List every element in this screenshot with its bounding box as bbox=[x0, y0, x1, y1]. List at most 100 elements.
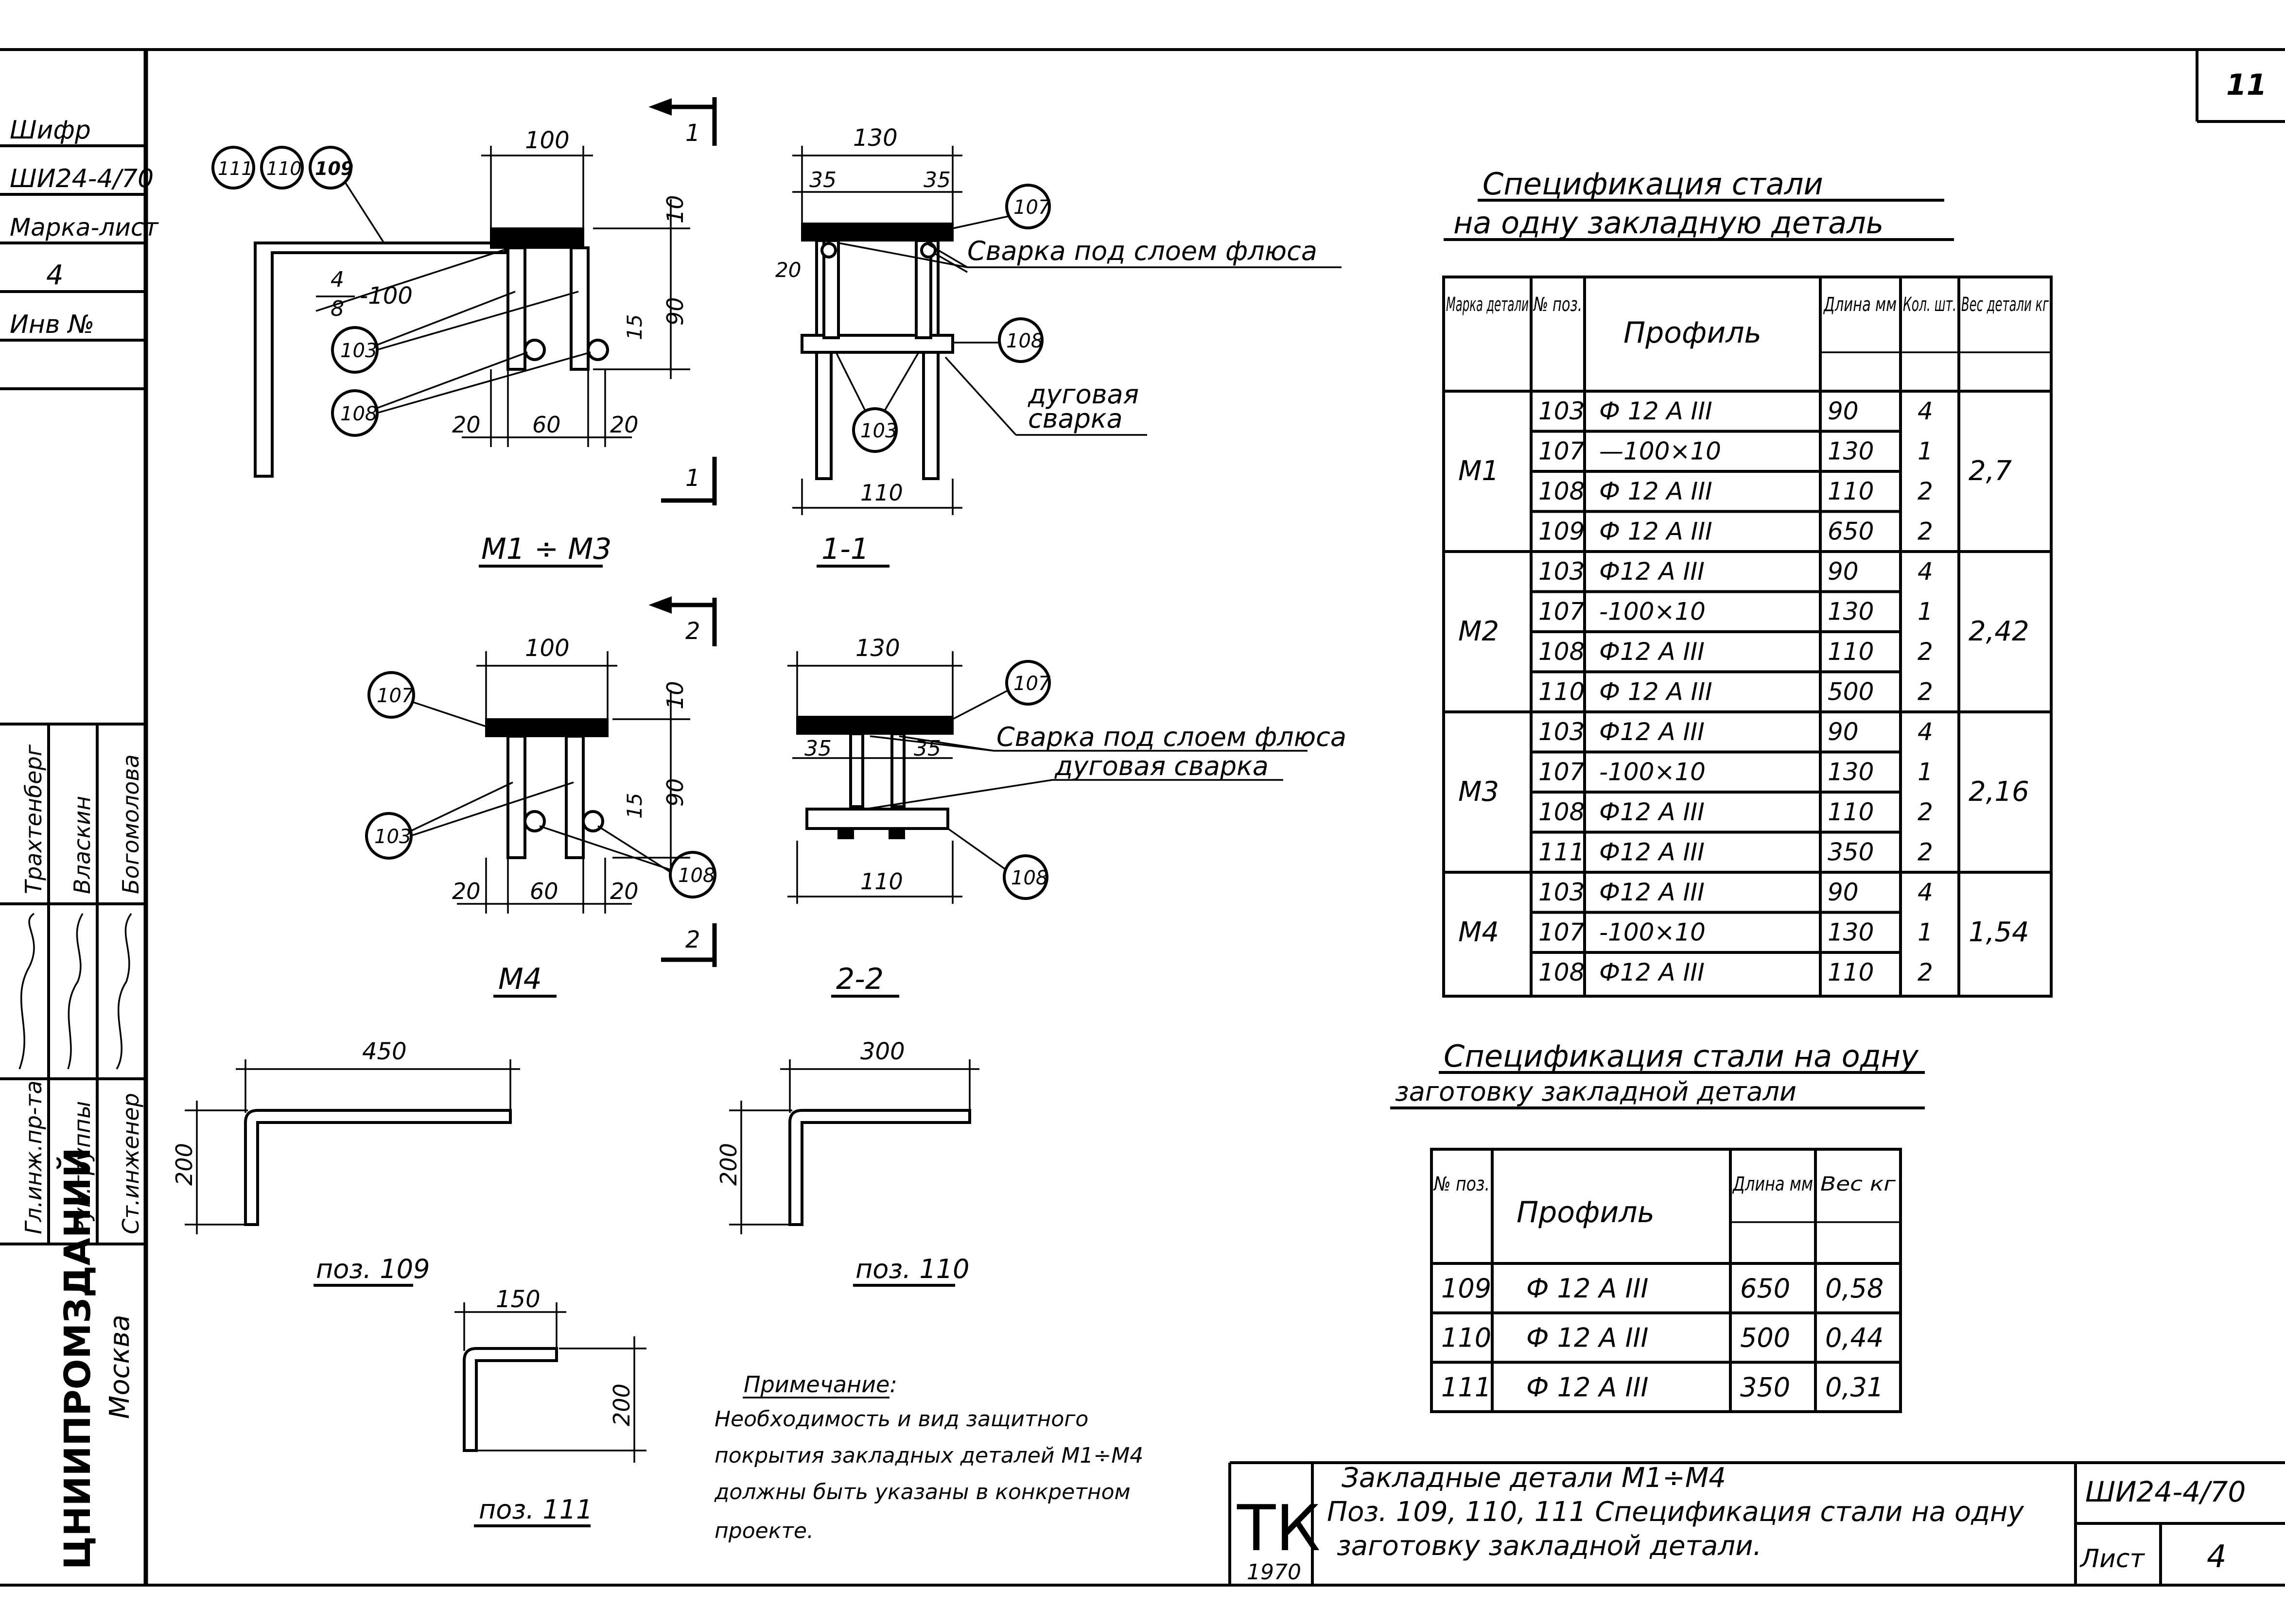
poz109-len: 450 bbox=[362, 1038, 407, 1065]
spec-cell-pos: 109 bbox=[1538, 518, 1585, 546]
title-series: ТК bbox=[1237, 1491, 1321, 1565]
m4-dim-mid: 60 bbox=[530, 878, 558, 904]
note-line-2: покрытия закладных деталей М1÷М4 bbox=[715, 1443, 1143, 1468]
title-code: ШИ24-4/70 bbox=[2085, 1475, 2246, 1508]
m1-dim-hole: 15 bbox=[623, 314, 646, 340]
spec-cell-weight: 2,42 bbox=[1969, 616, 2029, 647]
spec-cell-pos: 103 bbox=[1538, 878, 1585, 906]
blank-cell-weight: 0,58 bbox=[1825, 1273, 1884, 1304]
note-line-4: проекте. bbox=[715, 1519, 814, 1543]
poz111-height: 200 bbox=[609, 1383, 635, 1426]
spec-cell-qty: 4 bbox=[1918, 718, 1933, 746]
note-line-1: Необходимость и вид защитного bbox=[715, 1407, 1088, 1432]
title-block: ТК 1970 Закладные детали М1÷М4 Поз. 109,… bbox=[1228, 1461, 2285, 1585]
spec-cell-pos: 108 bbox=[1538, 638, 1585, 666]
spec-cell-length: 110 bbox=[1828, 958, 1874, 986]
view-poz-109: 450 200 поз. 109 bbox=[171, 1038, 520, 1287]
m1-callout-103: 103 bbox=[340, 340, 377, 362]
role-chief-engineer: Гл.инж.пр-та bbox=[20, 1080, 47, 1234]
spec-cell-qty: 2 bbox=[1918, 638, 1933, 666]
spec-h-pos: № поз. bbox=[1533, 294, 1582, 316]
signature-scribble-2 bbox=[67, 913, 84, 1070]
spec-cell-qty: 4 bbox=[1918, 878, 1933, 906]
s11-note-arc-1: дуговая bbox=[1028, 379, 1139, 410]
spec-cell-profile: Ф 12 А III bbox=[1599, 477, 1712, 505]
spec-cell-mark: М1 bbox=[1458, 455, 1499, 487]
spec-cell-pos: 108 bbox=[1538, 798, 1585, 826]
spec-cell-qty: 2 bbox=[1918, 477, 1933, 505]
blank-cell-pos: 110 bbox=[1441, 1323, 1491, 1353]
org-city: Москва bbox=[104, 1314, 136, 1419]
spec-cell-length: 500 bbox=[1828, 678, 1874, 706]
org-name: ЦНИИПРОМЗДАНИЙ bbox=[56, 1147, 99, 1570]
m4-callout-108: 108 bbox=[678, 864, 715, 887]
blank-h-pos: № поз. bbox=[1433, 1173, 1490, 1195]
spec-cell-pos: 107 bbox=[1538, 758, 1585, 786]
spec-cell-pos: 107 bbox=[1538, 918, 1585, 947]
s22-note-flux: Сварка под слоем флюса bbox=[996, 722, 1346, 752]
spec-cell-weight: 2,16 bbox=[1969, 776, 2029, 808]
m4-callout-103: 103 bbox=[374, 826, 411, 848]
s22-callout-108: 108 bbox=[1011, 867, 1048, 889]
m4-section-mark-bottom: 2 bbox=[685, 926, 700, 953]
spec-cell-mark: М2 bbox=[1458, 616, 1499, 647]
spec-cell-pos: 108 bbox=[1538, 958, 1585, 986]
spec-cell-pos: 103 bbox=[1538, 397, 1585, 425]
m1-section-mark-top: 1 bbox=[685, 120, 700, 147]
spec-cell-pos: 107 bbox=[1538, 598, 1585, 626]
blank-table: Спецификация стали на одну заготовку зак… bbox=[1390, 1038, 1925, 1413]
spec-cell-pos: 111 bbox=[1538, 838, 1585, 866]
m4-callout-107: 107 bbox=[377, 685, 414, 707]
spec-cell-length: 90 bbox=[1828, 718, 1859, 746]
poz109-height: 200 bbox=[171, 1143, 197, 1186]
m4-dim-hole: 15 bbox=[623, 793, 646, 819]
spec-cell-profile: Ф12 А III bbox=[1599, 798, 1705, 826]
note-line-3: должны быть указаны в конкретном bbox=[714, 1480, 1131, 1504]
s11-dim-right: 35 bbox=[924, 168, 951, 192]
view-m4: 100 10 90 15 20 60 20 107 103 108 2 2 М4 bbox=[365, 596, 717, 998]
poz111-caption: поз. 111 bbox=[479, 1494, 593, 1525]
spec-cell-length: 90 bbox=[1828, 878, 1859, 906]
blank-cell-pos: 109 bbox=[1441, 1273, 1491, 1304]
role-group-head: Рук.группы bbox=[69, 1101, 95, 1234]
name-bogomolova: Богомолова bbox=[118, 754, 144, 894]
signature-block: Гл.инж.пр-та Рук.группы Ст.инженер Трахт… bbox=[0, 723, 146, 1570]
spec-h-weight: Вес детали кг bbox=[1961, 294, 2049, 316]
spec-cell-qty: 2 bbox=[1918, 518, 1933, 546]
spec-cell-mark: М3 bbox=[1458, 776, 1499, 808]
m4-caption: М4 bbox=[498, 962, 542, 996]
title-desc-2: Поз. 109, 110, 111 Спецификация стали на… bbox=[1327, 1496, 2024, 1528]
spec-cell-pos: 107 bbox=[1538, 437, 1585, 466]
spec-cell-profile: Ф12 А III bbox=[1599, 718, 1705, 746]
spec-cell-length: 110 bbox=[1828, 638, 1874, 666]
m1-callout-111: 111 bbox=[218, 158, 253, 179]
spec-cell-weight: 1,54 bbox=[1969, 916, 2029, 948]
name-trakhtenberg: Трахтенберг bbox=[20, 744, 47, 894]
spec-cell-profile: Ф 12 А III bbox=[1599, 678, 1712, 706]
m1-weld-len: -100 bbox=[360, 282, 413, 310]
m1-caption: М1 ÷ М3 bbox=[481, 532, 611, 566]
m4-dim-right: 20 bbox=[610, 878, 639, 904]
page-number: 11 bbox=[2226, 68, 2267, 102]
blank-h-length: Длина мм bbox=[1732, 1173, 1813, 1195]
view-section-1-1: 130 35 35 20 110 107 Сварка под слоем фл… bbox=[775, 124, 1342, 568]
spec-cell-pos: 103 bbox=[1538, 557, 1585, 586]
note-title: Примечание: bbox=[744, 1371, 897, 1398]
cipher-value: ШИ24-4/70 bbox=[10, 164, 154, 193]
blank-cell-length: 650 bbox=[1740, 1273, 1790, 1304]
s11-dim-side: 20 bbox=[775, 258, 801, 282]
m1-weld-den: 8 bbox=[331, 296, 344, 321]
role-senior-engineer: Ст.инженер bbox=[118, 1093, 144, 1234]
spec-cell-length: 110 bbox=[1828, 798, 1874, 826]
blank-cell-profile: Ф 12 А III bbox=[1526, 1323, 1648, 1353]
spec-cell-length: 90 bbox=[1828, 397, 1859, 425]
title-desc-1: Закладные детали М1÷М4 bbox=[1342, 1462, 1726, 1494]
spec-cell-profile: Ф12 А III bbox=[1599, 638, 1705, 666]
s22-caption: 2-2 bbox=[836, 962, 884, 996]
spec-cell-weight: 2,7 bbox=[1969, 455, 2012, 487]
poz110-len: 300 bbox=[860, 1038, 905, 1065]
view-poz-110: 300 200 поз. 110 bbox=[715, 1038, 979, 1287]
